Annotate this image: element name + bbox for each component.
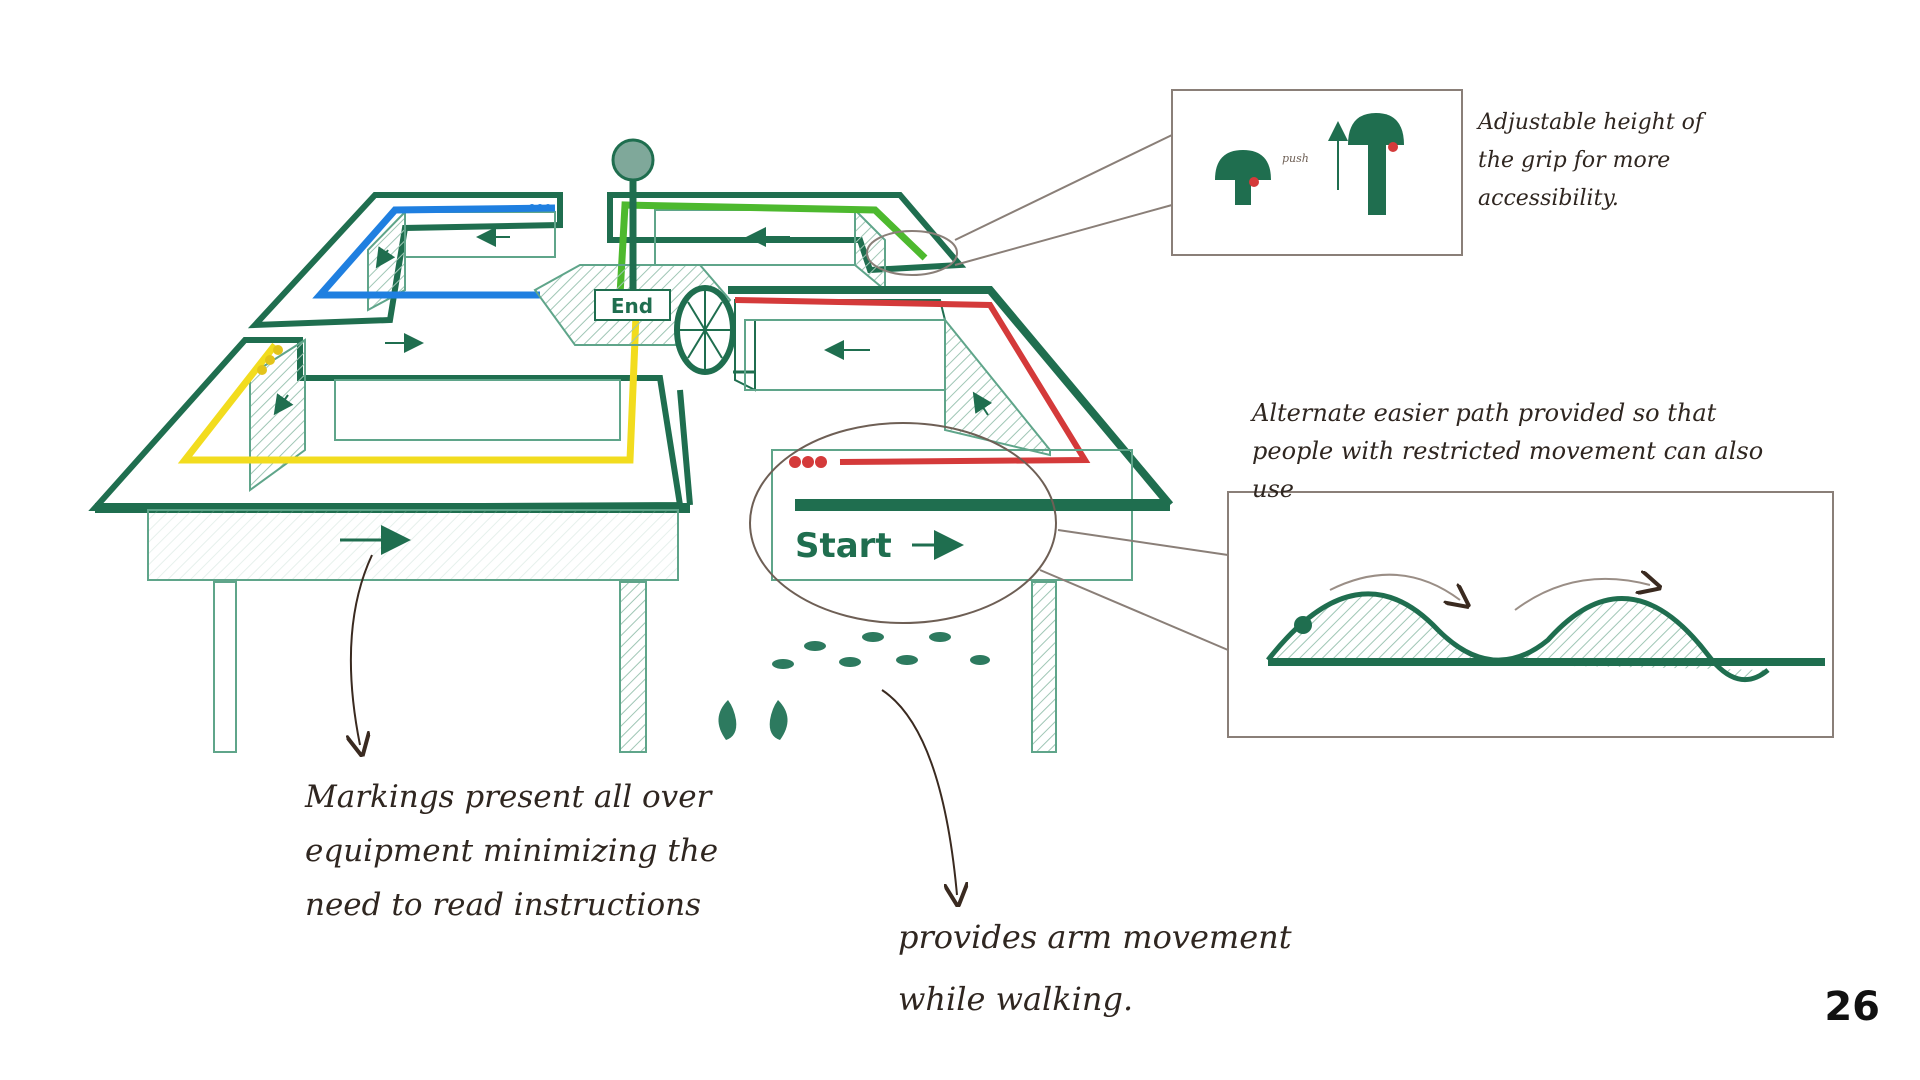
- markings-arrow: [351, 555, 372, 745]
- markings-annotation: Markings present all over equipment mini…: [305, 770, 775, 932]
- grip-knob-icon: [613, 140, 653, 180]
- arm-movement-arrow: [882, 690, 957, 895]
- grip-callout: push: [867, 90, 1462, 275]
- end-label: End: [611, 294, 653, 318]
- push-label: push: [1282, 152, 1309, 165]
- footprints-icon: [718, 632, 990, 740]
- alt-path-callout: [1040, 492, 1833, 737]
- start-label: Start: [795, 526, 892, 566]
- page-number: 26: [1824, 984, 1880, 1030]
- alt-path-annotation: Alternate easier path provided so that p…: [1252, 394, 1812, 508]
- right-table: Start: [728, 290, 1170, 752]
- arm-movement-annotation: provides arm movement while walking.: [898, 906, 1358, 1030]
- grip-annotation: Adjustable height of the grip for more a…: [1478, 104, 1778, 218]
- back-left-table: [255, 195, 560, 325]
- left-table: [95, 315, 690, 752]
